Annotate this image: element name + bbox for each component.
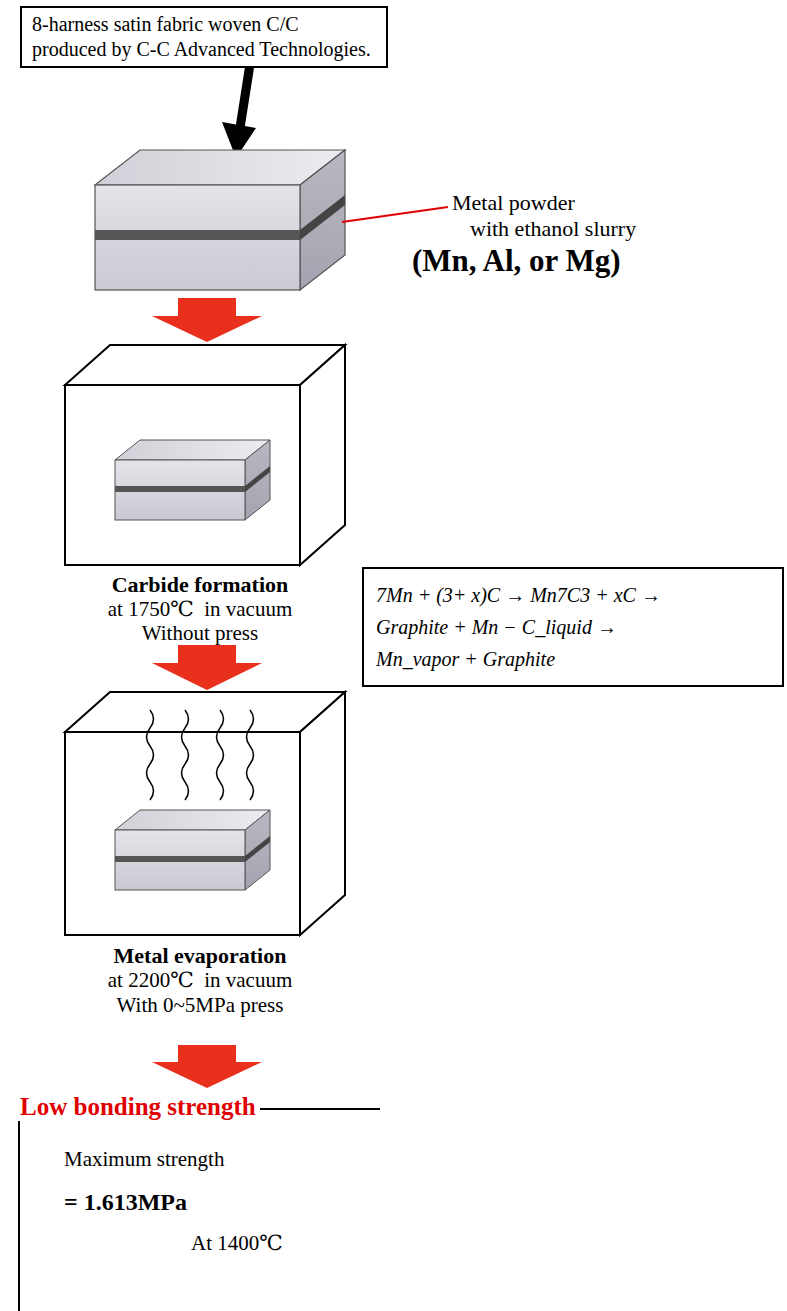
vacuum-furnace xyxy=(65,692,345,935)
result-heading: Low bonding strength xyxy=(16,1093,260,1121)
node-text: 8-harness satin fabric woven C/C produce… xyxy=(32,12,376,62)
step-arrow xyxy=(152,1045,262,1088)
cc-slab xyxy=(115,810,270,890)
step-condition: at 2200℃ in vacuum xyxy=(108,968,292,992)
step-condition: at 1750℃ in vacuum xyxy=(108,597,292,621)
vapour-line xyxy=(147,710,154,800)
material-label: (Mn, Al, or Mg) xyxy=(412,244,621,278)
process-box: 8-harness satin fabric woven C/C produce… xyxy=(20,6,388,68)
node-text: Maximum strength xyxy=(36,1144,366,1174)
node-text: Mn_vapor + Graphite xyxy=(376,643,770,675)
cc-slab xyxy=(115,440,270,520)
result-box: Low bonding strengthMaximum strength= 1.… xyxy=(18,1108,380,1311)
vacuum-furnace xyxy=(65,345,345,565)
node-text: At 1400℃ xyxy=(36,1228,366,1258)
node-text: 7Mn + (3+ x)C → Mn7C3 + xC → xyxy=(376,579,770,611)
cc-slab xyxy=(95,150,345,290)
equation-box: 7Mn + (3+ x)C → Mn7C3 + xC →Graphite + M… xyxy=(362,567,784,687)
vapour-line xyxy=(182,710,189,800)
step-title: Carbide formation xyxy=(112,572,289,597)
material-label: Metal powder xyxy=(452,190,575,215)
step-arrow xyxy=(152,645,262,690)
material-label: with ethanol slurry xyxy=(470,216,636,241)
feed-arrow xyxy=(222,64,256,158)
vapour-line xyxy=(217,710,224,800)
metal-vapour xyxy=(147,710,254,800)
step-condition: With 0~5MPa press xyxy=(117,993,284,1017)
node-text: Graphite + Mn − C_liquid → xyxy=(376,611,770,643)
step-title: Metal evaporation xyxy=(114,943,287,968)
node-text: = 1.613MPa xyxy=(36,1182,366,1222)
step-arrow xyxy=(152,298,262,342)
vapour-line xyxy=(247,710,254,800)
leader-line xyxy=(342,207,448,222)
step-condition: Without press xyxy=(142,621,258,645)
